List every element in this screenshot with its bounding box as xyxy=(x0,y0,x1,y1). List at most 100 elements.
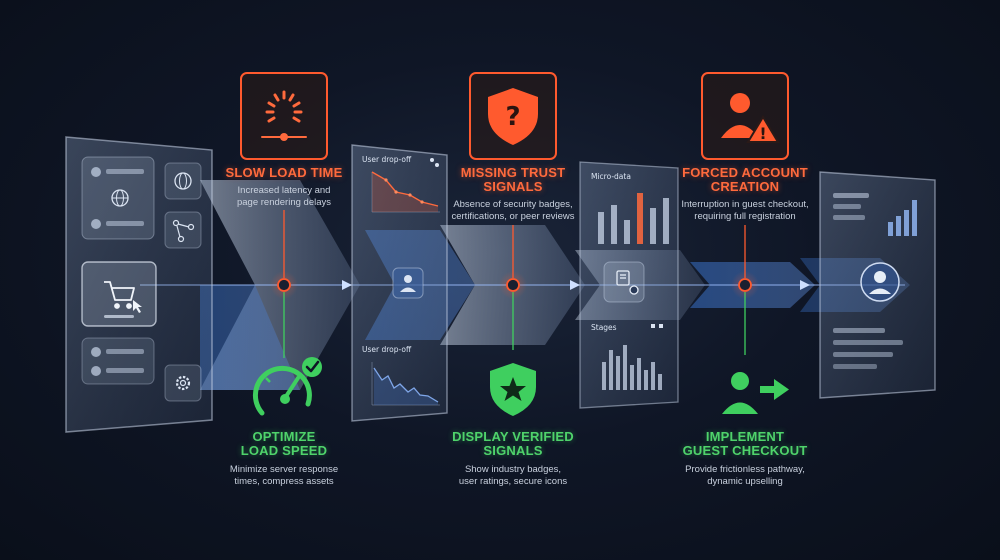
solution-desc-2: Show industry badges, user ratings, secu… xyxy=(438,464,588,488)
stages-label: Stages xyxy=(591,323,617,332)
solution-desc-1: Minimize server response times, compress… xyxy=(209,464,359,488)
solution-title-3: IMPLEMENT GUEST CHECKOUT xyxy=(670,430,820,458)
issue-title-line: FORCED ACCOUNT xyxy=(682,165,808,180)
detail-line xyxy=(833,328,885,333)
micro-data-panel: Micro-data Stages xyxy=(579,161,679,409)
ui-mockup-panel xyxy=(65,136,213,433)
question-mark-glyph: ? xyxy=(505,102,520,132)
mini-bar-chart xyxy=(888,200,917,236)
solution-desc-line: Minimize server response xyxy=(229,464,339,475)
gear-icon-hub xyxy=(179,379,187,387)
issue-title-1: SLOW LOAD TIME xyxy=(214,166,354,180)
detail-line xyxy=(833,364,877,369)
solution-desc-line: Show industry badges, xyxy=(464,464,562,475)
list-line xyxy=(106,368,144,373)
flow-chevron-1-blue xyxy=(200,285,300,390)
svg-text:!: ! xyxy=(759,124,766,143)
detail-line xyxy=(833,352,893,357)
mouse-cursor-icon xyxy=(133,300,142,313)
solution-title-line: SIGNALS xyxy=(483,443,543,458)
document-card xyxy=(603,261,645,303)
loading-spinner-icon xyxy=(261,90,307,141)
issue-title-line: SLOW LOAD TIME xyxy=(225,165,343,180)
list-bullet-icon xyxy=(91,347,101,357)
globe-card xyxy=(164,162,202,200)
issue-desc-2: Absence of security badges, certificatio… xyxy=(438,199,588,223)
issue-title-3: FORCED ACCOUNT CREATION xyxy=(675,166,815,194)
stages-bar-chart xyxy=(602,345,662,390)
header-line xyxy=(833,193,869,198)
dropoff-top-dot xyxy=(430,158,434,162)
issue-icon-box-3: ! xyxy=(701,72,789,160)
micro-data-label: Micro-data xyxy=(591,172,631,181)
globe-icon-meridian xyxy=(179,172,187,190)
solution-title-line: IMPLEMENT xyxy=(705,429,785,444)
cart-progress-bar xyxy=(104,315,134,318)
solution-title-2: DISPLAY VERIFIED SIGNALS xyxy=(438,430,588,458)
list-bullet-icon xyxy=(91,366,101,376)
stages-dot xyxy=(659,324,663,328)
document-lock-icon xyxy=(616,270,639,295)
solution-title-line: GUEST CHECKOUT xyxy=(682,443,808,458)
issue-desc-line: Interruption in guest checkout, xyxy=(681,199,809,210)
panel-frame xyxy=(65,136,213,433)
detail-line xyxy=(833,340,903,345)
dropoff-bottom-chart xyxy=(371,362,440,406)
avatar-icon xyxy=(869,271,891,294)
flow-arrow-head-1 xyxy=(342,280,352,290)
dropoff-top-dot xyxy=(435,163,439,167)
issue-desc-1: Increased latency and page rendering del… xyxy=(214,185,354,209)
gear-card xyxy=(164,364,202,402)
dropoff-top-chart xyxy=(371,171,440,213)
dropoff-panel: User drop-off User drop-off xyxy=(351,144,448,422)
connector-node-3 xyxy=(738,278,752,292)
solution-desc-3: Provide frictionless pathway, dynamic up… xyxy=(670,464,820,488)
connector-node-2 xyxy=(506,278,520,292)
list-line xyxy=(106,169,144,174)
dropoff-bottom-label: User drop-off xyxy=(362,345,412,354)
issue-title-2: MISSING TRUST SIGNALS xyxy=(443,166,583,194)
user-icon xyxy=(400,275,416,292)
issue-icon-box-2: ? xyxy=(469,72,557,160)
flow-arrow-head-2 xyxy=(570,280,580,290)
shield-question-icon xyxy=(488,88,538,145)
issue-desc-line: requiring full registration xyxy=(694,211,796,222)
list-bullet-icon xyxy=(91,167,101,177)
issue-title-line: MISSING TRUST xyxy=(460,165,566,180)
issue-icon-box-1 xyxy=(240,72,328,160)
network-card xyxy=(164,211,202,249)
solution-title-line: DISPLAY VERIFIED xyxy=(452,429,574,444)
issue-desc-3: Interruption in guest checkout, requirin… xyxy=(670,199,820,223)
issue-title-line: CREATION xyxy=(710,179,780,194)
connectors xyxy=(270,210,759,358)
list-line xyxy=(106,221,144,226)
solution-title-1: OPTIMIZE LOAD SPEED xyxy=(214,430,354,458)
issue-desc-line: certifications, or peer reviews xyxy=(451,211,575,222)
solution-title-line: OPTIMIZE xyxy=(252,429,316,444)
network-icon xyxy=(172,219,195,243)
solution-desc-line: user ratings, secure icons xyxy=(458,476,568,487)
shopping-cart-icon xyxy=(104,281,135,309)
issue-desc-line: Increased latency and xyxy=(237,185,331,196)
issue-desc-line: page rendering delays xyxy=(236,197,331,208)
issue-desc-line: Absence of security badges, xyxy=(453,199,573,210)
header-line xyxy=(833,215,865,220)
list-bullet-icon xyxy=(91,219,101,229)
profile-panel xyxy=(819,171,936,399)
flow-arrow-head-3 xyxy=(800,280,810,290)
star-glyph xyxy=(500,377,526,401)
list-line xyxy=(106,349,144,354)
micro-bar-chart xyxy=(598,193,669,244)
gear-icon xyxy=(175,375,191,391)
user-warning-icon: ! xyxy=(721,93,780,143)
connector-node-1 xyxy=(277,278,291,292)
solution-desc-line: dynamic upselling xyxy=(707,476,783,487)
solution-title-line: LOAD SPEED xyxy=(240,443,328,458)
dropoff-top-label: User drop-off xyxy=(362,155,412,164)
speedometer-check-icon xyxy=(252,357,322,416)
header-line xyxy=(833,204,861,209)
user-arrow-icon xyxy=(722,372,789,414)
stages-dot xyxy=(651,324,655,328)
menu-card-bottom xyxy=(81,337,155,385)
